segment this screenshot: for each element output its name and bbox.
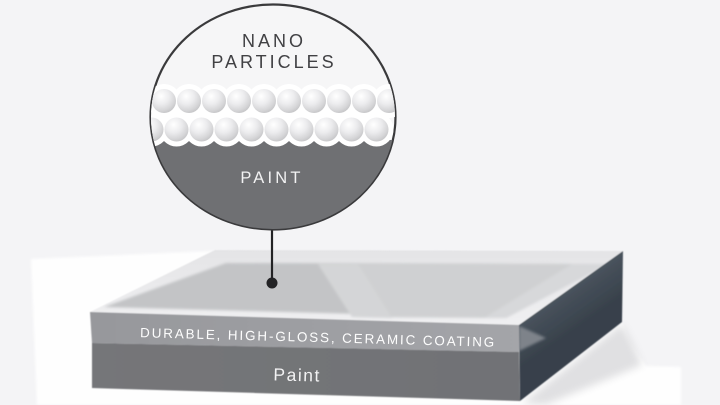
paint-front-face xyxy=(92,343,520,401)
nano-particle xyxy=(289,117,314,142)
slab-top-corner-highlight xyxy=(484,264,608,318)
nano-particle xyxy=(152,89,176,113)
nano-particle xyxy=(164,117,189,142)
slab-top-reflection-streak xyxy=(318,264,392,318)
nano-particle xyxy=(339,117,364,142)
nano-particle xyxy=(252,89,276,113)
slab-top-inner-face xyxy=(104,263,608,318)
nano-particle xyxy=(277,89,301,113)
coating-right-edge xyxy=(519,326,546,351)
nano-particle xyxy=(302,89,326,113)
nano-particle xyxy=(264,117,289,142)
coating-front-face xyxy=(90,312,519,352)
nano-particle xyxy=(377,89,395,113)
nano-particle xyxy=(364,117,389,142)
coated-panel xyxy=(90,250,623,401)
nano-particle xyxy=(227,89,251,113)
magnifier-circle: PAINT NANO PARTICLES xyxy=(149,3,397,231)
pointer-dot xyxy=(266,277,278,289)
magnifier-title-line1: NANO xyxy=(242,31,306,51)
nano-particle xyxy=(327,89,351,113)
slab-shadow xyxy=(522,324,642,405)
slab-top-reflection-wide xyxy=(318,264,608,318)
nano-particle xyxy=(202,89,226,113)
nano-particle xyxy=(189,117,214,142)
nano-particle xyxy=(314,117,339,142)
nano-particle xyxy=(214,117,239,142)
slab-paint-label: Paint xyxy=(273,364,321,385)
magnifier-paint-label: PAINT xyxy=(240,169,303,187)
slab-right-face xyxy=(519,251,623,401)
magnifier-title-line2: PARTICLES xyxy=(211,52,336,72)
nano-particles xyxy=(151,89,395,142)
nano-particle xyxy=(177,89,201,113)
nano-particle xyxy=(352,89,376,113)
nano-particle xyxy=(239,117,264,142)
